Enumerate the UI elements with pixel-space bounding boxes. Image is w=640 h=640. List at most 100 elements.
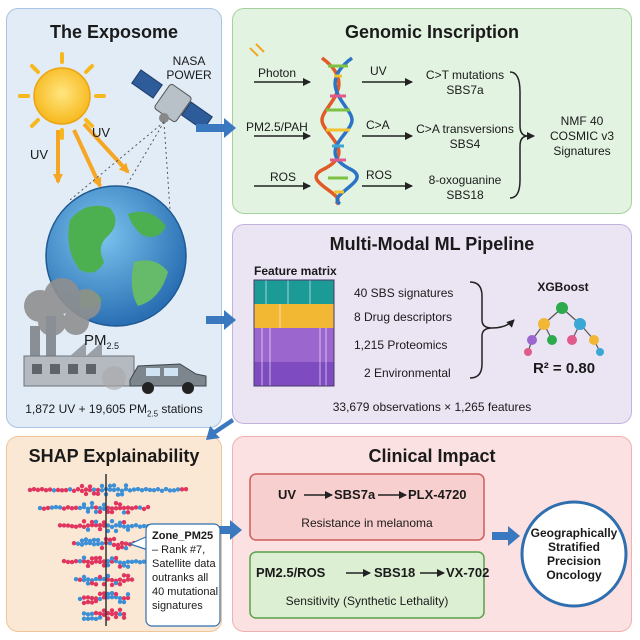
shap-dot [101, 608, 107, 613]
shap-dot [93, 556, 99, 561]
shap-dot [121, 599, 127, 605]
xgboost-label: XGBoost [537, 280, 589, 294]
shap-dot [97, 526, 103, 532]
shap-dot [119, 540, 125, 546]
shap-dot [101, 520, 107, 525]
xgboost-tree-icon [524, 302, 604, 356]
shap-dot [125, 524, 131, 529]
shap-dot [89, 500, 95, 506]
shap-dot [51, 488, 57, 493]
shap-dot [99, 488, 105, 493]
shap-dot [101, 595, 107, 600]
satellite-icon [131, 69, 213, 131]
shap-dot [39, 486, 45, 492]
shap-dot [83, 491, 89, 497]
shap-dot [127, 488, 133, 493]
arrow-clinical-to-outcome [492, 526, 520, 546]
shap-dot [115, 542, 121, 548]
shap-dot [133, 559, 139, 564]
uv-label-left: UV [30, 147, 49, 162]
shap-dot [73, 558, 79, 564]
shap-dot [81, 559, 87, 564]
output-3-line2: SBS18 [446, 188, 484, 202]
shap-dot [121, 578, 127, 584]
shap-dot [109, 577, 115, 583]
shap-dot [119, 544, 125, 550]
path2-b: SBS18 [374, 565, 416, 580]
shap-dot [179, 487, 185, 492]
path2-desc: Sensitivity (Synthetic Lethality) [285, 594, 449, 608]
shap-dot [91, 542, 97, 547]
shap-dot [93, 598, 99, 604]
shap-dot [85, 616, 91, 622]
shap-dot [113, 580, 119, 586]
shap-dot [107, 483, 113, 489]
shap-dot [89, 600, 95, 605]
shap-dot [55, 487, 61, 493]
shap-dot [91, 537, 97, 543]
nmf-bracket [509, 71, 535, 199]
shap-dot [109, 556, 115, 561]
shap-dot [69, 559, 75, 565]
shap-dot [125, 564, 131, 569]
shap-dot [109, 518, 115, 524]
shap-dot [85, 527, 91, 532]
shap-dot [137, 505, 143, 510]
shap-dot [105, 523, 111, 528]
path2-a: PM2.5/ROS [256, 565, 326, 580]
shap-dot [87, 538, 93, 544]
shap-dot [117, 520, 123, 526]
dna-helix-icon [314, 56, 359, 206]
shap-dot [65, 505, 71, 510]
shap-dot [95, 541, 101, 547]
shap-dot [113, 591, 119, 597]
panel-arrows [196, 118, 520, 546]
shap-dot [115, 545, 121, 551]
nmf-line2: COSMIC v3 [549, 129, 614, 143]
outcome-line-4: Oncology [546, 568, 602, 582]
shap-dot [89, 616, 95, 621]
shap-dot [47, 487, 53, 492]
shap-dot [167, 488, 173, 493]
shap-dot [171, 488, 177, 493]
shap-dot [113, 528, 119, 534]
shap-dot [61, 506, 67, 511]
shap-dot [75, 487, 81, 492]
shap-dot [137, 524, 143, 529]
stations-text-b: stations [158, 402, 203, 416]
outcome-line-2: Stratified [547, 540, 600, 554]
shap-dot [79, 488, 85, 494]
shap-dot [37, 505, 43, 511]
shap-dot [97, 615, 103, 620]
shap-dot [77, 523, 83, 528]
shap-dot [35, 487, 41, 493]
shap-dot [117, 596, 123, 601]
shap-dot [43, 487, 49, 493]
uv-label-right: UV [92, 125, 111, 140]
shap-dot [91, 491, 97, 496]
shap-dot [105, 591, 111, 597]
shap-dot [113, 555, 119, 561]
shap-dot [85, 509, 91, 514]
shap-dot [121, 611, 127, 617]
shap-dot [73, 576, 79, 582]
shap-dot [85, 577, 91, 582]
shap-dot [81, 595, 87, 600]
shap-dot [45, 505, 51, 511]
shap-dot [109, 611, 115, 617]
shap-dot [125, 510, 131, 515]
shap-dot [109, 506, 115, 511]
nmf-line1: NMF 40 [560, 114, 604, 128]
shap-dot [89, 522, 95, 528]
input-photon: Photon [258, 66, 297, 80]
shap-dot [137, 559, 143, 565]
arrow-shap-to-clinical [214, 520, 242, 540]
shap-dot [183, 486, 189, 492]
shap-dot [111, 483, 117, 488]
nasa-label-line1: NASA [172, 54, 206, 68]
shap-dot [121, 519, 127, 525]
shap-dot [27, 487, 33, 493]
shap-dot [81, 600, 87, 606]
shap-dot [141, 506, 147, 512]
shap-dot [95, 487, 101, 493]
